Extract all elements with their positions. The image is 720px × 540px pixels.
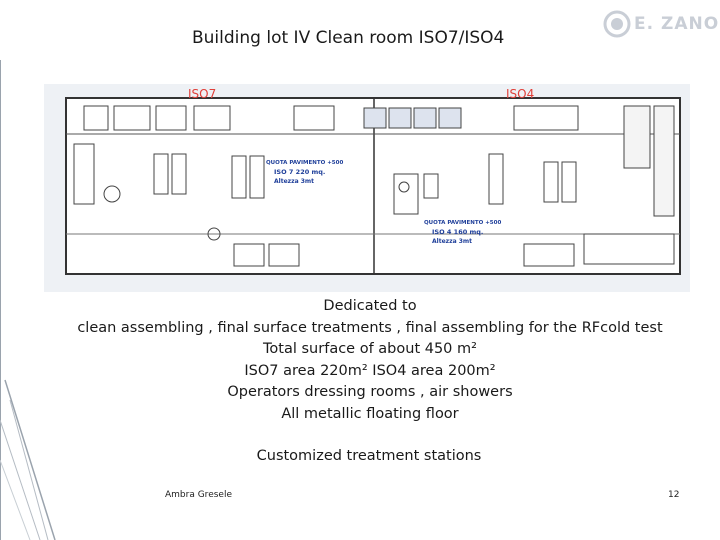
page-number: 12 — [668, 490, 680, 500]
body-line: All metallic floating floor — [281, 405, 459, 422]
author-name: Ambra Gresele — [165, 490, 232, 500]
quota-right-line-2: ISO 4 160 mq. — [432, 228, 483, 236]
body-line: Total surface of about 450 m² — [263, 341, 477, 357]
company-logo: E. ZANON — [603, 10, 720, 38]
quota-left-line-3: Altezza 3mt — [274, 178, 314, 185]
zone-label-iso4: ISO4 — [506, 87, 534, 101]
body-line: clean assembling , final surface treatme… — [77, 319, 663, 336]
quota-right-line-3: Altezza 3mt — [432, 238, 472, 245]
zone-label-iso7: ISO7 — [188, 87, 216, 101]
body-line: ISO7 area 220m² ISO4 area 200m² — [244, 362, 496, 379]
quota-right-line-1: QUOTA PAVIMENTO +500 — [424, 220, 501, 226]
quota-left-line-1: QUOTA PAVIMENTO +500 — [266, 160, 343, 166]
floor-plan-image: ISO7 ISO4 QUOTA PAVIMENTO +500 ISO 7 220… — [44, 84, 690, 292]
decorative-edge-lines — [0, 60, 56, 540]
body-text: Dedicated to clean assembling , final su… — [0, 296, 720, 425]
body-line: Dedicated to — [323, 298, 417, 314]
slide-title: Building lot IV Clean room ISO7/ISO4 — [192, 28, 505, 48]
subtitle-text: Customized treatment stations — [256, 448, 482, 464]
logo-text: E. ZANON — [634, 14, 720, 34]
logo-emblem-icon — [603, 10, 631, 38]
body-line: Operators dressing rooms , air showers — [227, 384, 513, 400]
quota-left-line-2: ISO 7 220 mq. — [274, 168, 325, 176]
